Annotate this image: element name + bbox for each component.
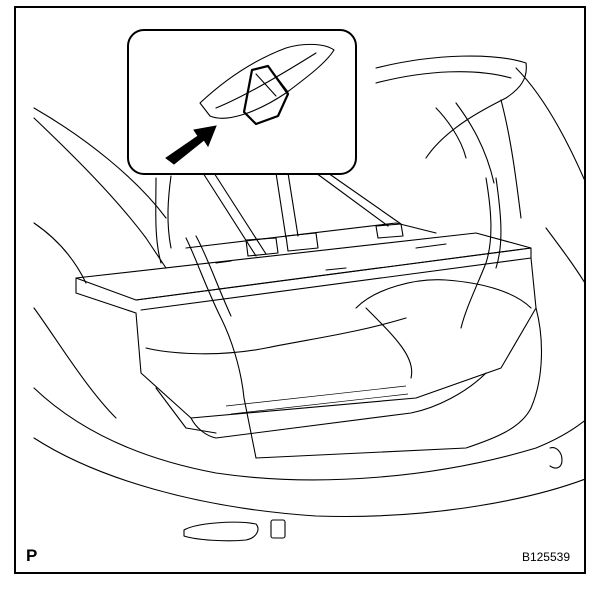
figure-code: B125539 — [521, 550, 570, 564]
view-label: P — [26, 546, 38, 565]
trunk-compartment — [135, 257, 537, 439]
trunk-illustration — [33, 29, 584, 542]
detail-inset — [127, 29, 357, 175]
diagram-frame: P B125539 — [14, 6, 586, 574]
car-body — [33, 67, 584, 542]
trunk-hinges — [185, 177, 543, 459]
callout-lines — [202, 172, 402, 257]
trunk-lid — [155, 55, 527, 264]
package-tray — [75, 222, 532, 314]
direction-arrow-icon — [165, 125, 217, 165]
